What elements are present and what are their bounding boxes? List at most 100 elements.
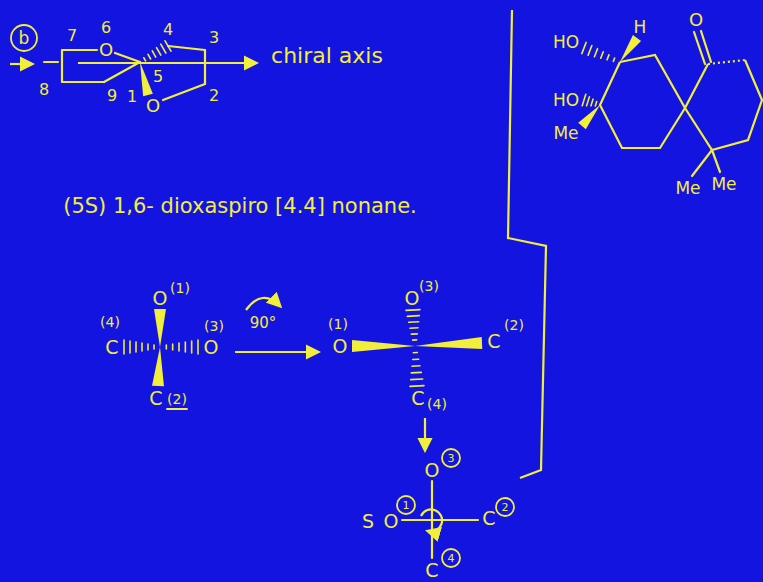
hashed-bond	[161, 44, 166, 53]
priority-number: 4	[448, 553, 455, 564]
wedge-bond	[154, 309, 166, 347]
panel-label: b	[19, 30, 30, 47]
dash-mark	[44, 61, 58, 63]
hashed-bond	[582, 42, 586, 53]
atom-label: C	[482, 509, 495, 528]
cyclohexanone-ring	[685, 60, 762, 150]
hashed-bond	[613, 58, 614, 61]
hashed-bond	[148, 54, 151, 59]
locant-number: 7	[67, 28, 77, 44]
hashed-bond	[123, 340, 125, 354]
atom-label: O	[425, 461, 440, 480]
bond-line	[712, 150, 720, 172]
wedge-bond	[140, 62, 153, 96]
hashed-bond	[601, 52, 604, 59]
hashed-bond	[178, 343, 180, 351]
locant-number: 5	[153, 69, 163, 85]
bond-line	[163, 84, 205, 100]
hashed-bond	[157, 48, 161, 56]
priority-number: 2	[502, 502, 509, 513]
priority-number: (4)	[100, 315, 120, 329]
wedge-bond	[352, 340, 415, 352]
rotation-arrow	[421, 509, 442, 531]
hashed-bond	[129, 341, 131, 353]
locant-number: 6	[101, 20, 111, 36]
reaction-arrow	[424, 418, 426, 450]
priority-number: 1	[403, 500, 410, 511]
reaction-arrow	[235, 351, 318, 353]
atom-label: HO	[553, 92, 579, 109]
atom-label: Me	[675, 180, 700, 197]
hashed-bond	[410, 327, 418, 329]
hashed-bond	[410, 385, 424, 387]
bond-line	[692, 150, 712, 176]
bond-line	[701, 31, 711, 62]
hashed-bond	[185, 342, 187, 352]
rotation-label: 90°	[250, 316, 277, 331]
configuration-label: S	[362, 512, 374, 531]
divider-line	[508, 10, 546, 478]
atom-label: C	[425, 561, 438, 580]
locant-number: 4	[163, 22, 173, 38]
atom-label: HO	[553, 34, 579, 51]
hashed-bond	[141, 343, 143, 351]
hashed-bond	[135, 342, 137, 352]
atom-label: O	[146, 97, 160, 115]
atom-label: O	[333, 337, 348, 356]
locant-number: 9	[107, 88, 117, 104]
wedge-bond	[415, 337, 482, 349]
priority-number: (1)	[328, 317, 348, 331]
hashed-bond	[197, 340, 199, 354]
chiral-axis-arrow	[78, 62, 256, 64]
atom-label: Me	[711, 176, 736, 193]
hashed-bond	[166, 345, 168, 349]
priority-number: (1)	[170, 281, 190, 295]
rotation-arrow	[246, 298, 280, 310]
atom-label: H	[634, 19, 647, 36]
bond-line	[402, 519, 478, 521]
hashed-bond	[413, 358, 419, 360]
bond-line	[104, 62, 140, 82]
wedge-bond	[578, 105, 600, 129]
hashed-bond	[708, 60, 745, 64]
locant-number: 1	[127, 89, 137, 105]
atom-label: O	[384, 512, 399, 531]
bond-line	[115, 53, 140, 62]
circle-mark	[397, 496, 415, 514]
cyclohexane-ring	[600, 55, 685, 148]
priority-number: 3	[448, 453, 455, 464]
hashed-bond	[587, 97, 590, 106]
bond-line	[168, 46, 205, 50]
hashed-bond	[591, 99, 593, 106]
hashed-bond	[411, 378, 423, 380]
locant-number: 8	[39, 82, 49, 98]
atom-label: C	[149, 389, 162, 408]
atom-label: C	[105, 338, 118, 357]
compound-name: (5S) 1,6- dioxaspiro [4.4] nonane.	[63, 196, 417, 217]
priority-number: (3)	[204, 319, 224, 333]
atom-label: C	[411, 389, 424, 408]
hashed-bond	[172, 344, 174, 350]
hashed-bond	[152, 51, 155, 57]
hashed-bond	[411, 333, 417, 335]
bond-line	[62, 81, 104, 83]
atom-label: Me	[553, 125, 578, 142]
atom-label: O	[405, 289, 420, 308]
hashed-bond	[147, 344, 149, 350]
bond-line	[61, 50, 63, 82]
priority-number: (2)	[167, 392, 187, 406]
bond-line	[62, 49, 97, 51]
pointer-arrow	[10, 63, 32, 65]
atom-label: O	[99, 41, 113, 59]
hashed-bond	[588, 46, 592, 56]
hashed-bond	[407, 315, 419, 317]
hashed-bond	[582, 94, 586, 105]
hashed-bond	[413, 339, 417, 341]
hashed-bond	[411, 372, 421, 374]
circle-mark	[442, 449, 460, 467]
hashed-bond	[607, 55, 609, 60]
circle-mark	[11, 25, 37, 51]
hashed-bond	[409, 321, 419, 323]
hashed-bond	[191, 341, 193, 353]
